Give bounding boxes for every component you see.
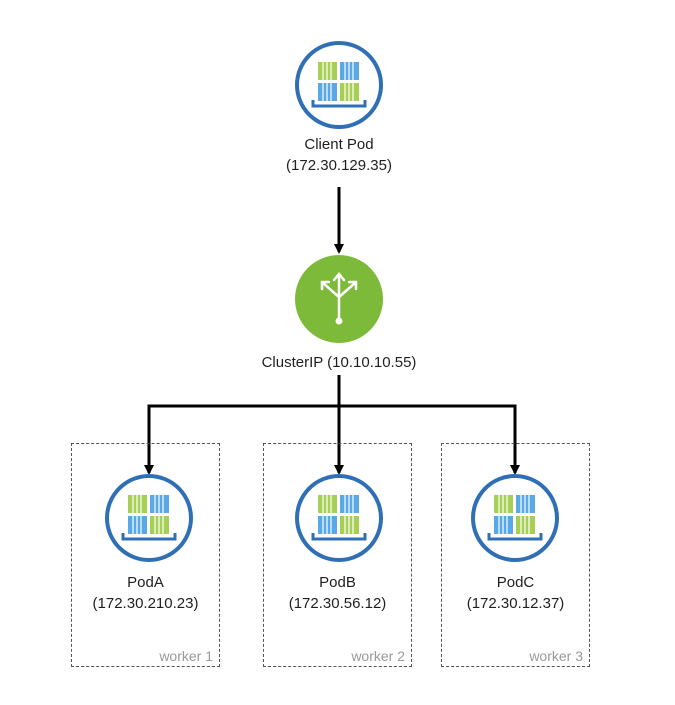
podb-name: PodB (319, 574, 356, 591)
worker-node-1: worker 1 (71, 443, 220, 667)
poda-label: PodA (172.30.210.23) (71, 572, 220, 614)
podb-ip: (172.30.56.12) (288, 595, 387, 612)
podb-label: PodB (172.30.56.12) (263, 572, 412, 614)
service-label: ClusterIP (10.10.10.55) (261, 354, 417, 371)
client-pod-ip: (172.30.129.35) (286, 157, 392, 174)
podc-icon (470, 473, 560, 563)
client-pod-label: Client Pod (172.30.129.35) (239, 134, 439, 176)
worker-1-label: worker 1 (159, 648, 213, 664)
podc-ip: (172.30.12.37) (466, 595, 565, 612)
service-to-podc-arrow (339, 404, 520, 475)
client-pod-name: Client Pod (304, 136, 374, 153)
client-pod-icon (294, 40, 384, 130)
podb-icon (294, 473, 384, 563)
worker-3-label: worker 3 (529, 648, 583, 664)
worker-node-2: worker 2 (263, 443, 412, 667)
worker-2-label: worker 2 (351, 648, 405, 664)
service-to-poda-arrow (144, 404, 339, 475)
service-icon (293, 253, 385, 345)
podc-label: PodC (172.30.12.37) (441, 572, 590, 614)
poda-ip: (172.30.210.23) (92, 595, 199, 612)
poda-name: PodA (127, 574, 164, 591)
poda-icon (104, 473, 194, 563)
podc-name: PodC (496, 574, 535, 591)
worker-node-3: worker 3 (441, 443, 590, 667)
